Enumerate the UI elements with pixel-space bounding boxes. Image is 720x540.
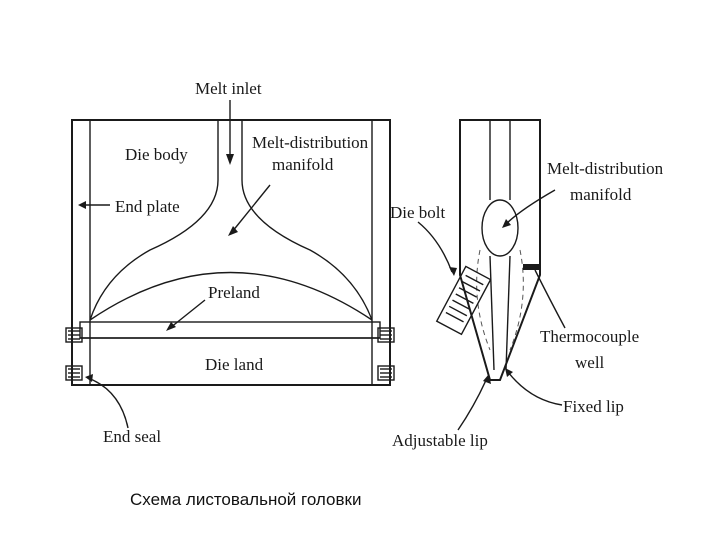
preland-leader bbox=[169, 299, 206, 329]
label-manifold-front-1: Melt-distribution bbox=[252, 133, 369, 152]
label-end-seal: End seal bbox=[103, 427, 161, 446]
side-manifold bbox=[481, 199, 519, 257]
label-die-body: Die body bbox=[125, 145, 188, 164]
manifold-leader bbox=[231, 184, 271, 233]
label-thermocouple-1: Thermocouple bbox=[540, 327, 639, 346]
manifold-right-wall bbox=[241, 120, 373, 321]
end-seal-leader bbox=[87, 377, 129, 429]
caption: Схема листовальной головки bbox=[130, 490, 361, 509]
preland-curve bbox=[89, 271, 373, 321]
front-view bbox=[65, 100, 395, 429]
thermocouple-well-mark bbox=[523, 264, 539, 270]
label-die-bolt: Die bolt bbox=[390, 203, 446, 222]
preland-band bbox=[79, 321, 381, 339]
side-body-outline bbox=[459, 119, 541, 381]
thermocouple-leader bbox=[534, 269, 566, 329]
bolt-left-lower bbox=[65, 365, 83, 381]
label-melt-inlet: Melt inlet bbox=[195, 79, 262, 98]
die-body-outline bbox=[71, 119, 391, 386]
bolt-right-lower bbox=[377, 365, 395, 381]
adjustable-lip-leader bbox=[457, 377, 488, 431]
die-bolt-leader bbox=[417, 221, 453, 273]
label-adjustable-lip: Adjustable lip bbox=[392, 431, 488, 450]
label-preland: Preland bbox=[208, 283, 260, 302]
label-die-land: Die land bbox=[205, 355, 264, 374]
label-manifold-side-1: Melt-distribution bbox=[547, 159, 664, 178]
manifold-left-wall bbox=[89, 120, 219, 321]
fixed-lip-leader bbox=[507, 371, 563, 406]
label-fixed-lip: Fixed lip bbox=[563, 397, 624, 416]
end-seal-bolts bbox=[65, 327, 395, 381]
die-bolt bbox=[435, 265, 492, 336]
label-manifold-front-2: manifold bbox=[272, 155, 334, 174]
label-manifold-side-2: manifold bbox=[570, 185, 632, 204]
label-end-plate: End plate bbox=[115, 197, 180, 216]
label-thermocouple-2: well bbox=[575, 353, 605, 372]
bolt-right-upper bbox=[377, 327, 395, 343]
side-view bbox=[417, 119, 566, 431]
bolt-left-upper bbox=[65, 327, 83, 343]
